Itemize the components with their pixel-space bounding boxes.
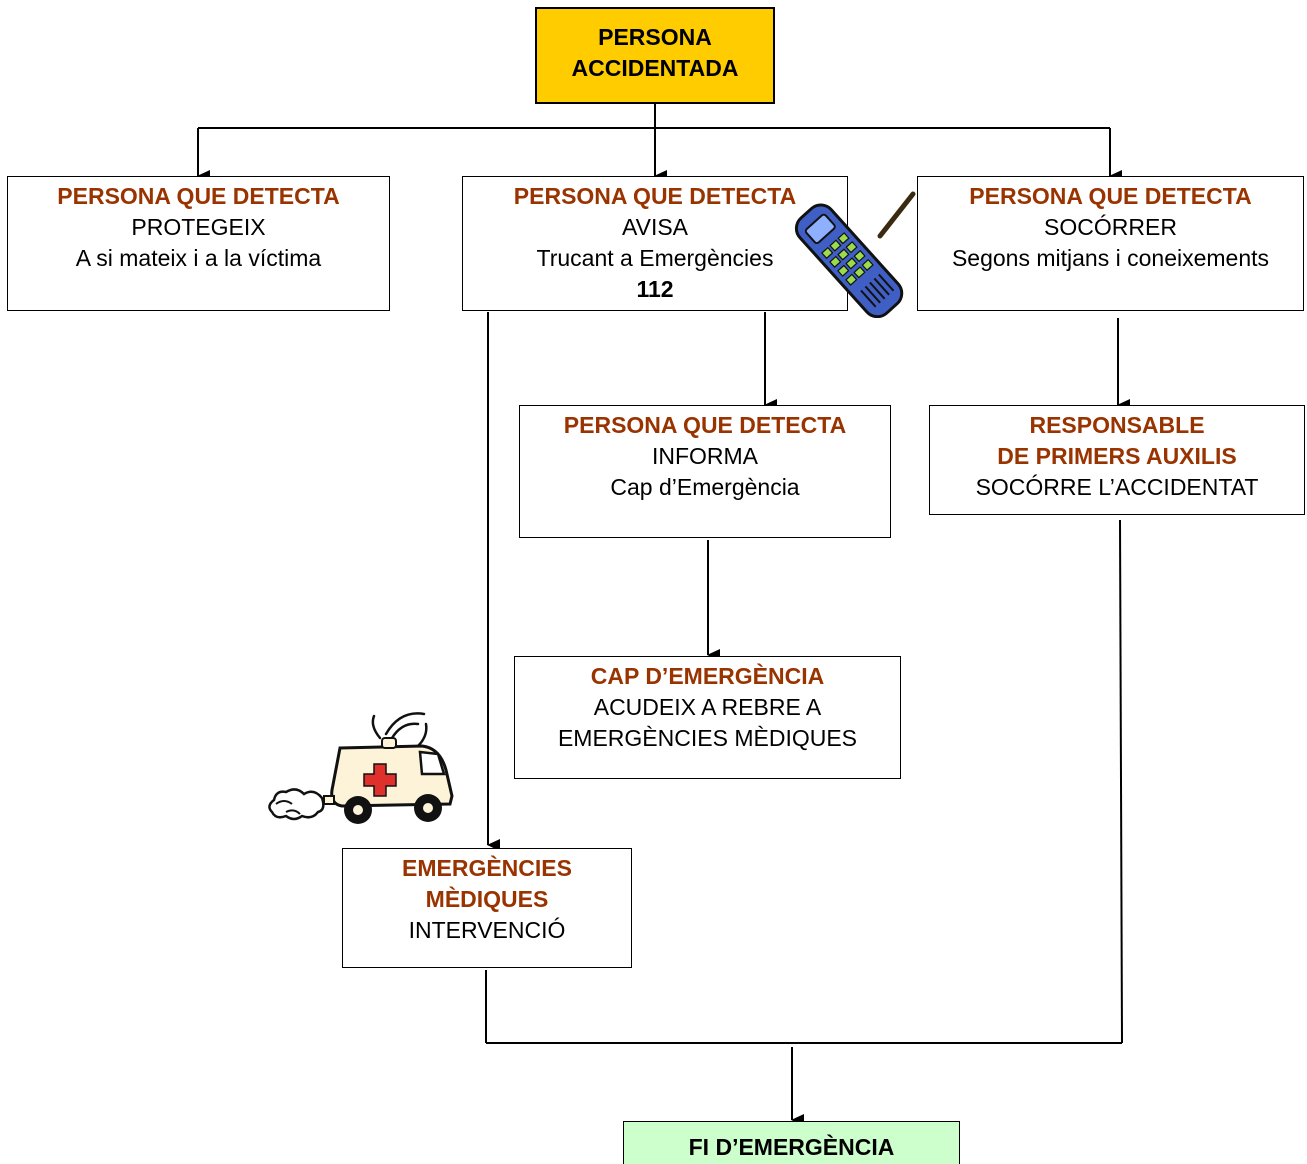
node-text-line: ACUDEIX A REBRE A xyxy=(593,694,822,720)
node-text-line: EMERGÈNCIES MÈDIQUES xyxy=(557,725,858,751)
node-text-line: Segons mitjans i coneixements xyxy=(951,245,1270,271)
node-text-line: Cap d’Emergència xyxy=(610,474,800,500)
node-text-line: INTERVENCIÓ xyxy=(408,917,566,943)
node-title: PERSONA QUE DETECTA xyxy=(513,183,797,209)
node-title-line: DE PRIMERS AUXILIS xyxy=(997,443,1237,469)
node-text-line: SOCÓRRE L’ACCIDENTAT xyxy=(975,474,1259,500)
node-informa: PERSONA QUE DETECTA INFORMA Cap d’Emergè… xyxy=(519,405,891,538)
node-primers-auxilis: RESPONSABLE DE PRIMERS AUXILIS SOCÓRRE L… xyxy=(929,405,1305,515)
node-socorrer: PERSONA QUE DETECTA SOCÓRRER Segons mitj… xyxy=(917,176,1304,311)
node-title: PERSONA QUE DETECTA xyxy=(563,412,847,438)
node-text-line: PROTEGEIX xyxy=(131,214,266,240)
node-avisa: PERSONA QUE DETECTA AVISA Trucant a Emer… xyxy=(462,176,848,311)
node-emergencies-mediques: EMERGÈNCIES MÈDIQUES INTERVENCIÓ xyxy=(342,848,632,968)
node-title: PERSONA QUE DETECTA xyxy=(969,183,1252,209)
node-title: PERSONA QUE DETECTA xyxy=(57,183,340,209)
node-protegeix: PERSONA QUE DETECTA PROTEGEIX A si matei… xyxy=(7,176,390,311)
ambulance-icon xyxy=(268,712,454,824)
node-title-line: ACCIDENTADA xyxy=(571,55,739,81)
emergency-number: 112 xyxy=(636,276,674,302)
node-title-line: EMERGÈNCIES xyxy=(402,855,572,881)
node-text-line: A si mateix i a la víctima xyxy=(75,245,322,271)
node-title-line: MÈDIQUES xyxy=(425,886,549,912)
node-text-line: Trucant a Emergències xyxy=(536,245,774,271)
node-text-line: INFORMA xyxy=(651,443,759,469)
node-persona-accidentada: PERSONA ACCIDENTADA xyxy=(535,7,775,104)
node-cap-emergencia: CAP D’EMERGÈNCIA ACUDEIX A REBRE A EMERG… xyxy=(514,656,901,779)
node-title-line: RESPONSABLE xyxy=(1029,412,1205,438)
node-title: FI D’EMERGÈNCIA xyxy=(688,1134,895,1160)
node-text-line: AVISA xyxy=(621,214,689,240)
connector-first-aid-down xyxy=(1119,519,1123,1044)
node-title-line: PERSONA xyxy=(598,24,712,50)
mobile-phone-icon xyxy=(794,191,916,318)
node-title: CAP D’EMERGÈNCIA xyxy=(590,663,825,689)
node-fi-emergencia: FI D’EMERGÈNCIA xyxy=(623,1121,960,1164)
node-text-line: SOCÓRRER xyxy=(1044,214,1177,240)
